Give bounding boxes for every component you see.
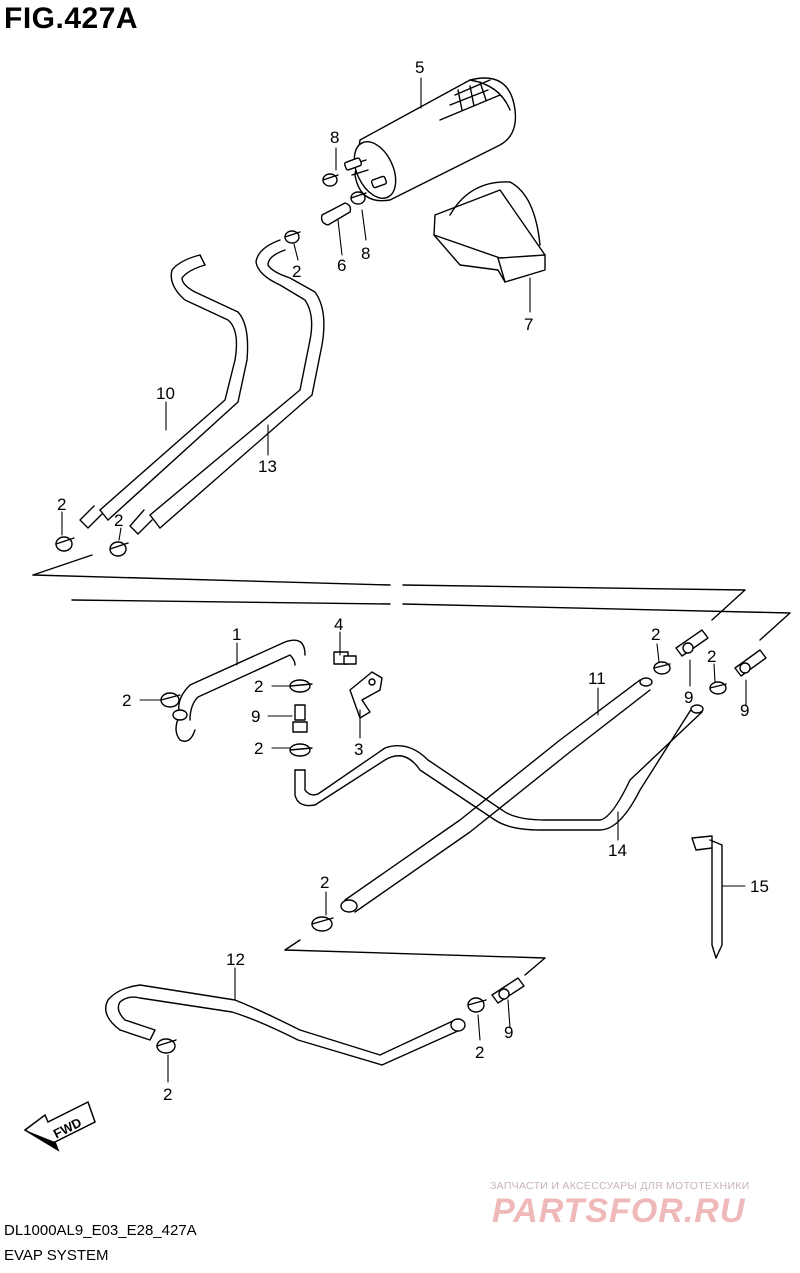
fitting-part-9c [734,649,767,677]
callout-7: 7 [524,315,533,334]
callout-5: 5 [415,58,424,77]
clamp-part-2e [289,679,313,693]
hose-part-13 [129,239,325,535]
fitting-part-9a [292,704,308,733]
callout-9d: 9 [504,1023,513,1042]
callout-6: 6 [337,256,346,275]
clamp-part-2c [109,541,129,557]
clamp-part-2h [709,681,727,695]
callout-10: 10 [156,384,175,403]
clamp-part-2j [467,997,487,1013]
section-divider-top [32,554,791,641]
callout-8a: 8 [330,128,339,147]
callout-4: 4 [334,615,343,634]
clamp-part-8b [350,191,367,205]
hose-part-12 [105,984,466,1066]
callout-1: 1 [232,625,241,644]
callout-2f: 2 [254,739,263,758]
watermark-tagline: ЗАПЧАСТИ И АКСЕССУАРЫ ДЛЯ МОТОТЕХНИКИ [490,1180,750,1192]
hose-part-1 [172,639,306,742]
fitting-part-9d [491,977,525,1004]
bracket-part-3 [349,671,383,719]
clamp-part-8a [322,173,339,187]
callout-2h: 2 [707,647,716,666]
model-code: DL1000AL9_E03_E28_427A [4,1222,197,1239]
hose-part-10 [79,254,249,529]
bolt-part-4 [333,651,357,665]
bracket-part-7 [433,181,546,283]
watermark-logo: PARTSFOR.RU [492,1192,746,1230]
clamp-part-2f [289,743,313,757]
hose-part-14 [294,704,704,831]
figure-title: FIG.427A [4,2,139,35]
callout-3: 3 [354,740,363,759]
callout-2k: 2 [163,1085,172,1104]
callout-11: 11 [588,669,606,688]
hose-part-6 [320,202,352,226]
hose-part-11 [340,677,653,913]
fwd-arrow-icon: FWD [23,1100,96,1152]
callout-9b: 9 [684,688,693,707]
canister-part-5 [343,77,517,202]
clamp-part-2k [156,1038,177,1054]
callout-8b: 8 [361,244,370,263]
figure-caption: EVAP SYSTEM [4,1247,109,1264]
callout-labels: 5 8 8 6 2 7 10 13 2 2 1 4 2 2 9 3 2 2 9 … [57,58,769,1104]
callout-9c: 9 [740,701,749,720]
callout-15: 15 [750,877,769,896]
callout-14: 14 [608,841,627,860]
callout-2j: 2 [475,1043,484,1062]
pin-part-15 [691,835,723,959]
callout-2g: 2 [651,625,660,644]
clamp-part-2d [160,692,181,708]
fitting-part-9b [675,629,709,657]
clamp-part-2b [55,536,75,552]
callout-2i: 2 [320,873,329,892]
callout-2e: 2 [254,677,263,696]
callout-2b: 2 [57,495,66,514]
callout-12: 12 [226,950,245,969]
leader-lines [61,77,747,1083]
callout-13: 13 [258,457,277,476]
callout-2c: 2 [114,511,123,530]
clamp-part-2g [653,661,671,675]
callout-9a: 9 [251,707,260,726]
clamp-part-2i [311,916,334,932]
callout-2d: 2 [122,691,131,710]
clamp-part-2a [284,230,301,244]
section-divider-bottom [284,939,546,976]
callout-2a: 2 [292,262,301,281]
